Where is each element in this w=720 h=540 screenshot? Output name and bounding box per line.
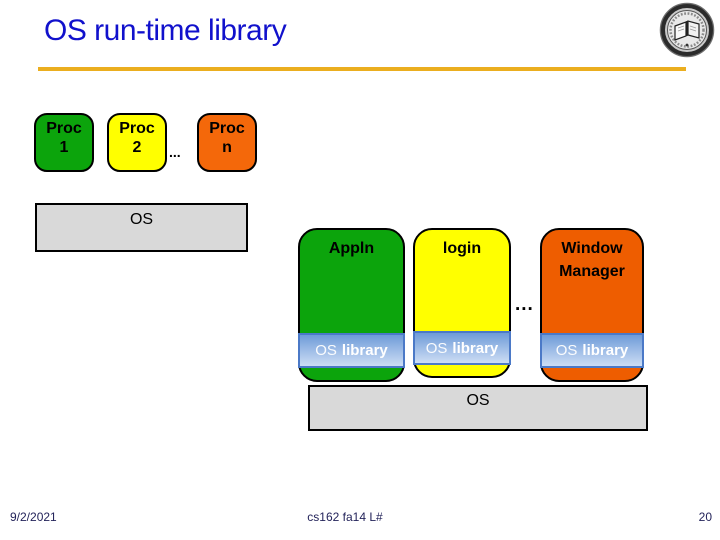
window-manager-os-library-band: OS library <box>540 333 644 368</box>
proc-n-label: Proc n <box>209 120 245 156</box>
appln-stack-box: Appln OS library <box>298 228 405 382</box>
proc-n-box: Proc n <box>197 113 257 172</box>
window-manager-label: Window Manager <box>559 240 625 281</box>
os-box-bottom: OS <box>308 385 648 431</box>
stacks-ellipsis: ... <box>515 294 534 315</box>
os-library-word: library <box>341 342 388 359</box>
window-manager-stack-box: Window Manager OS library <box>540 228 644 382</box>
proc-1-box: Proc 1 <box>34 113 94 172</box>
slide-title: OS run-time library <box>44 14 287 47</box>
os-box-bottom-label: OS <box>466 392 490 409</box>
footer-course-code: cs162 fa14 L# <box>307 510 383 524</box>
slide-footer: 9/2/2021 cs162 fa14 L# 20 <box>0 510 720 530</box>
os-library-prefix: OS <box>555 342 578 359</box>
proc-1-label: Proc 1 <box>46 120 82 156</box>
login-label: login <box>442 240 482 257</box>
proc-row-ellipsis: ... <box>169 144 181 160</box>
appln-label: Appln <box>328 240 375 257</box>
proc-2-label: Proc 2 <box>119 120 155 156</box>
footer-date: 9/2/2021 <box>10 510 57 524</box>
login-stack-box: login OS library <box>413 228 511 378</box>
os-library-word: library <box>452 339 499 357</box>
university-seal-icon <box>659 2 715 58</box>
footer-page-number: 20 <box>698 510 712 524</box>
os-library-word: library <box>582 342 629 359</box>
os-library-prefix: OS <box>425 339 448 357</box>
os-library-prefix: OS <box>315 342 337 359</box>
login-os-library-band: OS library <box>413 331 511 365</box>
proc-2-box: Proc 2 <box>107 113 167 172</box>
title-accent-rule <box>38 67 686 71</box>
appln-os-library-band: OS library <box>298 333 405 368</box>
os-box-top-label: OS <box>129 211 154 228</box>
os-box-top: OS <box>35 203 248 252</box>
open-book-glyph <box>674 20 700 41</box>
